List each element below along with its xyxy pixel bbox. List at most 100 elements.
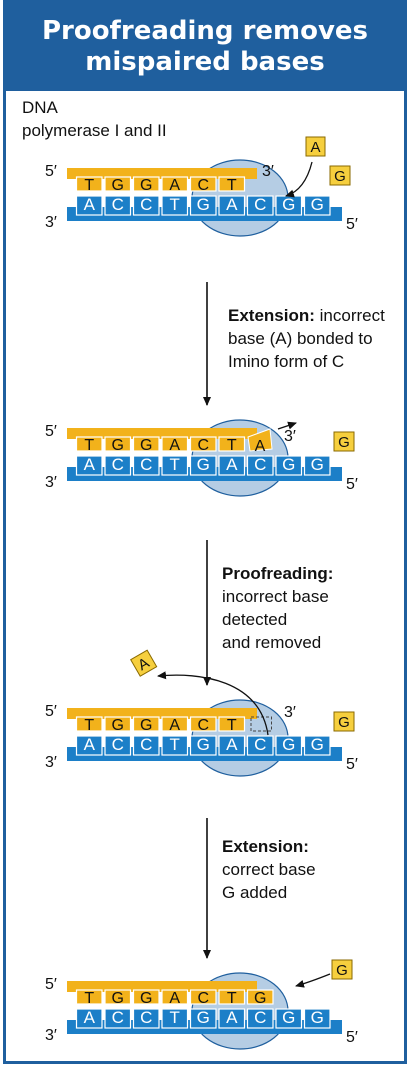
stage1-template-base-label: G bbox=[311, 195, 324, 214]
stage3-primer-base-label: T bbox=[84, 717, 94, 734]
stage3-primer-base-box bbox=[132, 716, 160, 732]
stage4-primer-base-box bbox=[132, 989, 160, 1005]
title-line-2: mispaired bases bbox=[85, 47, 325, 77]
stage1-template-base-label: G bbox=[197, 195, 210, 214]
step3-caption-line-1: Extension: bbox=[222, 836, 309, 858]
stage4-free-base-g-label: G bbox=[336, 962, 348, 979]
enzyme-label-line-2: polymerase I and II bbox=[22, 121, 167, 140]
stage1-template-base-box bbox=[161, 195, 189, 216]
stage3-empty-base-slot bbox=[250, 716, 272, 732]
step3-caption-bold: Extension: bbox=[222, 837, 309, 856]
stage3-primer-base-box bbox=[218, 716, 246, 732]
stage1-primer-5prime-label: 5′ bbox=[45, 163, 57, 180]
stage2-template-base-box bbox=[303, 455, 331, 476]
stage2-template-base-label: G bbox=[311, 455, 324, 474]
stage2-primer-base-label: C bbox=[197, 437, 209, 454]
stage4-incoming-arrow bbox=[295, 973, 331, 988]
stage4-template-base-box bbox=[75, 1008, 103, 1029]
stage3-primer-base-label: G bbox=[112, 717, 124, 734]
stage3-primer-base-box bbox=[104, 716, 132, 732]
stage4-added-base-label: G bbox=[254, 990, 266, 1007]
stage1-template-base-label: T bbox=[170, 195, 180, 214]
stage3-template-base-label: G bbox=[282, 735, 295, 754]
stage1-template-base-box bbox=[246, 195, 274, 216]
step1-caption-line-2: base (A) bonded to bbox=[228, 329, 373, 348]
stage4-primer-base-label: A bbox=[169, 990, 180, 1007]
stage3-excision-arrow bbox=[157, 671, 269, 736]
stage4-added-base-box bbox=[246, 989, 274, 1005]
stage4-template-base-box bbox=[303, 1008, 331, 1029]
stage1-incoming-a-label: A bbox=[310, 139, 320, 156]
stage2-primer-backbone bbox=[67, 428, 257, 439]
stage1-template-base-label: C bbox=[112, 195, 124, 214]
stage4-template-3prime-label: 3′ bbox=[45, 1027, 57, 1044]
stage4-template-base-box bbox=[161, 1008, 189, 1029]
stage2-template-base-box bbox=[104, 455, 132, 476]
stage4-template-base-box bbox=[275, 1008, 303, 1029]
step2-caption-line-4: and removed bbox=[222, 633, 322, 652]
stage1-free-base-g-label: G bbox=[334, 168, 346, 185]
stage3-free-base-g-box bbox=[333, 711, 355, 732]
stage3-template-base-label: A bbox=[226, 735, 238, 754]
stage3-template-base-box bbox=[218, 735, 246, 756]
stage2-template-base-box bbox=[189, 455, 217, 476]
stage2-template-base-label: G bbox=[282, 455, 295, 474]
stage4-template-base-box bbox=[132, 1008, 160, 1029]
stage1-template-3prime-label: 3′ bbox=[45, 214, 57, 231]
stage3-primer-base-box bbox=[75, 716, 103, 732]
stage2-primer-base-label: A bbox=[169, 437, 180, 454]
stage1-template-base-box bbox=[303, 195, 331, 216]
stage1-template-base-box bbox=[132, 195, 160, 216]
stage2-template-base-label: G bbox=[197, 455, 210, 474]
stage3-template-base-box bbox=[189, 735, 217, 756]
stage2-template-base-box bbox=[132, 455, 160, 476]
stage1-template-base-label: A bbox=[226, 195, 238, 214]
stage2-primer-base-box bbox=[75, 436, 103, 452]
stage3-primer-backbone bbox=[67, 708, 257, 719]
stage1-primer-base-label: G bbox=[140, 177, 152, 194]
stage2-template-base-box bbox=[75, 455, 103, 476]
stage3-template-base-label: A bbox=[84, 735, 96, 754]
stage3-template-base-label: C bbox=[254, 735, 266, 754]
stage4-template-base-label: G bbox=[311, 1008, 324, 1027]
stage2-free-base-g-label: G bbox=[338, 434, 350, 451]
stage3-template-3prime-label: 3′ bbox=[45, 754, 57, 771]
stage1-primer-base-box bbox=[75, 176, 103, 192]
stage3-template-base-label: G bbox=[197, 735, 210, 754]
stage1-primer-3prime-label: 3′ bbox=[262, 163, 274, 180]
stage3-template-base-box bbox=[246, 735, 274, 756]
stage3-template-5prime-label: 5′ bbox=[346, 756, 358, 773]
stage2-primer-base-box bbox=[132, 436, 160, 452]
stage3-excised-a-box bbox=[130, 649, 158, 677]
stage4-primer-base-box bbox=[161, 989, 189, 1005]
stage3-template-base-label: C bbox=[140, 735, 152, 754]
stage3-primer-base-label: C bbox=[197, 717, 209, 734]
stage3-primer-base-label: G bbox=[140, 717, 152, 734]
stage1-incoming-a-box bbox=[305, 136, 326, 157]
stage2-primer-base-box bbox=[218, 436, 246, 452]
stage4-primer-backbone bbox=[67, 981, 257, 992]
stage2-primer-base-box bbox=[189, 436, 217, 452]
stage2-primer-base-label: G bbox=[140, 437, 152, 454]
stage4-template-base-label: G bbox=[197, 1008, 210, 1027]
stage4-primer-base-label: C bbox=[197, 990, 209, 1007]
stage1-primer-base-label: A bbox=[169, 177, 180, 194]
stage1-template-base-label: A bbox=[84, 195, 96, 214]
stage3-template-base-label: G bbox=[311, 735, 324, 754]
stage4-primer-base-box bbox=[218, 989, 246, 1005]
stage2-template-base-box bbox=[218, 455, 246, 476]
stage4-template-base-label: A bbox=[84, 1008, 96, 1027]
stage4-template-base-label: G bbox=[282, 1008, 295, 1027]
stage1-primer-base-box bbox=[161, 176, 189, 192]
stage4-primer-5prime-label: 5′ bbox=[45, 976, 57, 993]
stage2-template-base-label: A bbox=[84, 455, 96, 474]
stage2-template-base-label: C bbox=[112, 455, 124, 474]
stage4-free-base-g-box bbox=[331, 959, 353, 980]
stage2-template-base-label: T bbox=[170, 455, 180, 474]
stage4-template-base-box bbox=[246, 1008, 274, 1029]
stage2-primer-5prime-label: 5′ bbox=[45, 423, 57, 440]
stage2-primer-base-label: T bbox=[227, 437, 237, 454]
